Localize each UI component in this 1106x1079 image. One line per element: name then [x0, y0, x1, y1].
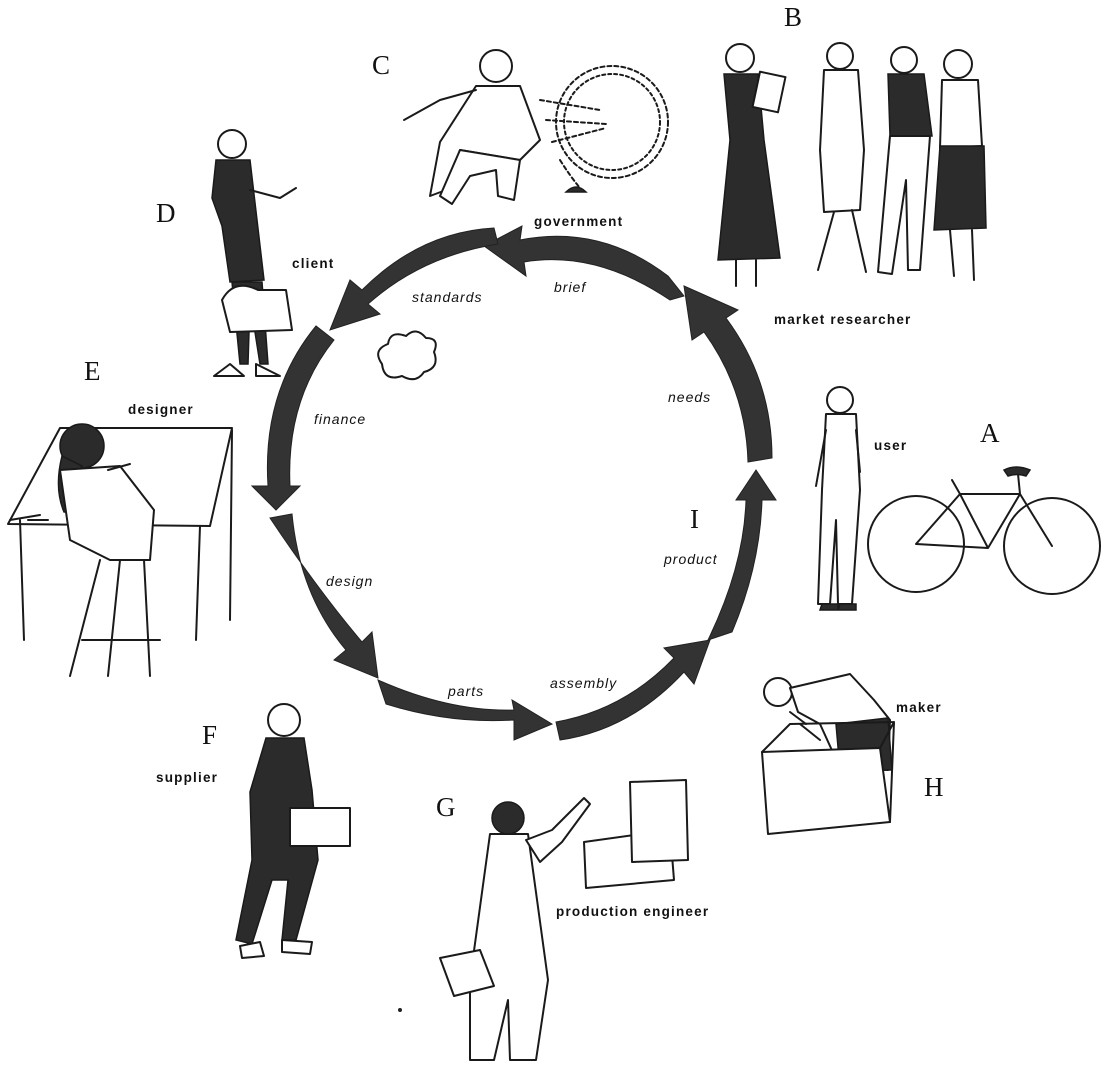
flow-finance: finance	[314, 411, 366, 427]
government-figure	[404, 50, 668, 204]
production-engineer-figure	[440, 780, 688, 1060]
flow-needs: needs	[668, 389, 711, 405]
designer-figure	[8, 424, 232, 676]
arrow-product	[708, 470, 776, 640]
letter-c: C	[372, 50, 390, 80]
user-figure	[816, 387, 860, 610]
cycle-labels: needs brief standards finance design par…	[314, 279, 718, 699]
role-designer: designer	[128, 402, 194, 417]
flow-standards: standards	[412, 289, 482, 305]
maker-figure	[762, 674, 894, 834]
letter-g: G	[436, 792, 456, 822]
letter-i: I	[690, 504, 699, 534]
role-production-engineer: production engineer	[556, 904, 709, 919]
role-maker: maker	[896, 700, 942, 715]
cloud-icon	[378, 331, 436, 379]
arrow-standards	[330, 228, 498, 330]
letter-d: D	[156, 198, 176, 228]
flow-brief: brief	[554, 279, 587, 295]
role-supplier: supplier	[156, 770, 218, 785]
client-figure	[212, 130, 296, 376]
arrow-needs	[684, 286, 772, 462]
letter-b: B	[784, 2, 802, 32]
arrow-design	[270, 514, 378, 678]
supplier-figure	[236, 704, 350, 958]
cycle-arrows	[252, 226, 776, 740]
market-researcher-figure	[718, 43, 986, 286]
letter-h: H	[924, 772, 944, 802]
letter-e: E	[84, 356, 101, 386]
role-client: client	[292, 256, 334, 271]
flow-design: design	[326, 573, 373, 589]
stray-dot	[398, 1008, 402, 1012]
letter-a: A	[980, 418, 1000, 448]
bicycle-icon	[868, 467, 1100, 594]
role-user: user	[874, 438, 907, 453]
flow-parts: parts	[447, 683, 484, 699]
role-market-researcher: market researcher	[774, 312, 911, 327]
flow-product: product	[663, 551, 718, 567]
flow-assembly: assembly	[550, 675, 617, 691]
letter-f: F	[202, 720, 217, 750]
role-government: government	[534, 214, 623, 229]
